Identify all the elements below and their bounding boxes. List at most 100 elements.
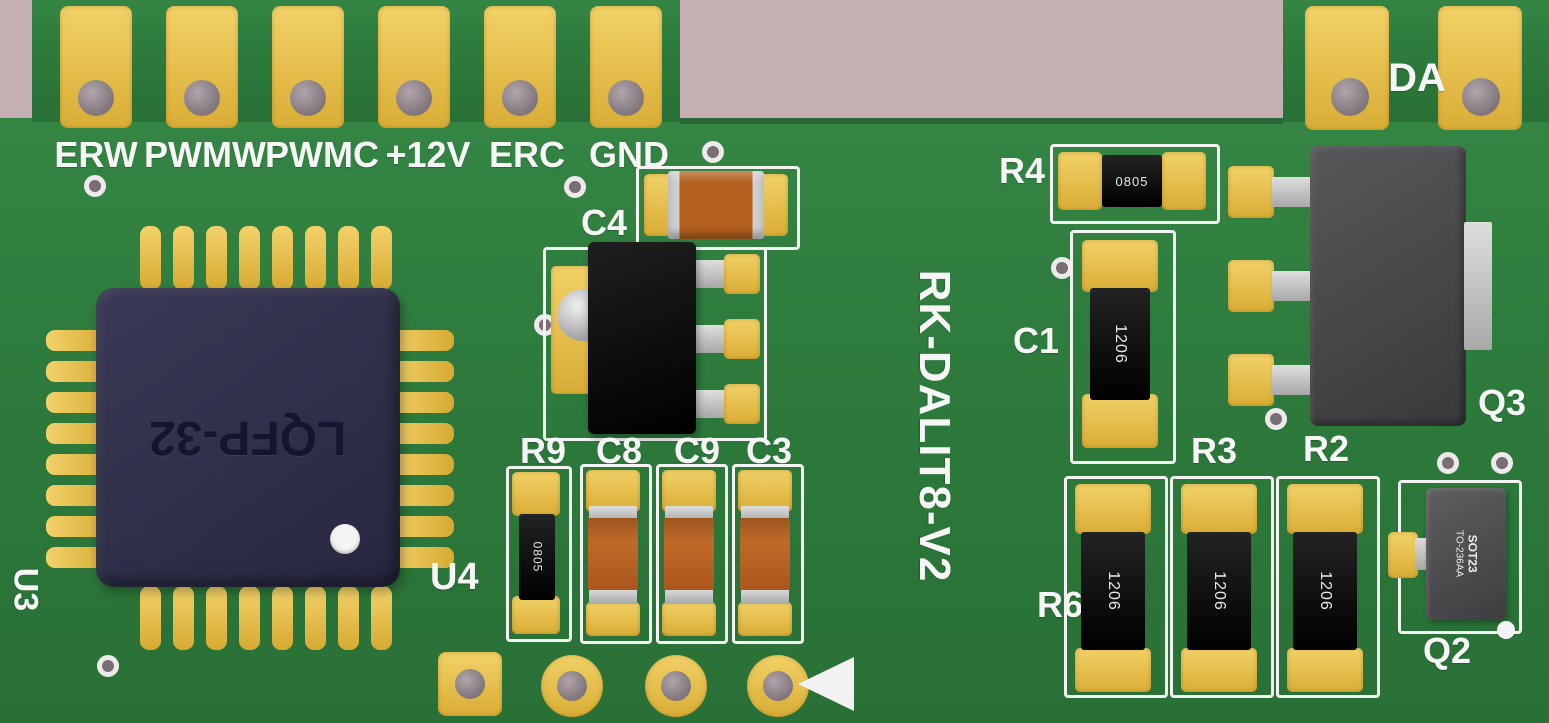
c8-pad xyxy=(586,470,640,512)
r6-pad xyxy=(1075,648,1151,692)
board-name: RK-DALIT8-V2 xyxy=(910,269,959,583)
c4-body xyxy=(668,171,764,239)
qfp-pin xyxy=(140,226,161,290)
qfp-pin xyxy=(206,226,227,290)
r4-pad xyxy=(1162,152,1206,210)
qfp-pin xyxy=(173,586,194,650)
qfp-pin xyxy=(46,330,110,351)
r3-marking: 1206 xyxy=(1211,571,1228,611)
r2-marking: 1206 xyxy=(1317,571,1334,611)
pad-hole xyxy=(557,671,587,701)
u4-lead xyxy=(694,325,726,353)
pin-label-erc: ERC xyxy=(488,134,566,175)
via xyxy=(84,175,106,197)
connector-hole xyxy=(1462,78,1500,116)
q2-ref-label: Q2 xyxy=(1422,630,1472,671)
c8-end-cap xyxy=(589,588,637,604)
connector-hole xyxy=(396,80,432,116)
r3-body: 1206 xyxy=(1187,532,1251,650)
qfp-pin xyxy=(46,454,110,475)
qfp-pin xyxy=(371,226,392,290)
u4-lead xyxy=(694,260,726,288)
r9-marking: 0805 xyxy=(529,541,544,573)
connector-pad-erc xyxy=(484,6,556,128)
u4-lead-pad xyxy=(724,384,760,424)
q3-lead-pad xyxy=(1228,260,1274,312)
r2-body: 1206 xyxy=(1293,532,1357,650)
q3-lead xyxy=(1272,271,1316,301)
c9-body xyxy=(664,518,714,590)
c8-silkscreen-outline xyxy=(580,464,652,644)
r6-body: 1206 xyxy=(1081,532,1145,650)
r9-body: 0805 xyxy=(519,514,555,600)
qfp-pin xyxy=(390,485,454,506)
silkscreen-arrow-icon xyxy=(798,657,854,711)
connector-hole xyxy=(608,80,644,116)
c1-body: 1206 xyxy=(1090,288,1150,400)
c9-end-cap xyxy=(665,588,713,604)
r2-pad xyxy=(1287,484,1363,534)
u4-lead-pad xyxy=(724,319,760,359)
pin-label-12v: +12V xyxy=(385,134,471,175)
c9-pad xyxy=(662,470,716,512)
bottom-round-pad xyxy=(541,655,603,717)
c1-marking: 1206 xyxy=(1112,324,1129,364)
u3-marking: LQFP-32 xyxy=(149,411,347,464)
qfp-pin xyxy=(390,423,454,444)
r4-silkscreen-outline xyxy=(1050,144,1220,224)
r3-pad xyxy=(1181,648,1257,692)
u4-lead xyxy=(694,390,726,418)
connector-hole xyxy=(290,80,326,116)
c8-body xyxy=(588,518,638,590)
q3-lead xyxy=(1272,177,1316,207)
c9-silkscreen-outline xyxy=(656,464,728,644)
c1-pad xyxy=(1082,394,1158,448)
u3-pin1-dot xyxy=(330,524,360,554)
qfp-pin xyxy=(206,586,227,650)
c3-end-cap xyxy=(741,588,789,604)
pin-label-pwmc: PWMC xyxy=(265,134,379,175)
qfp-pin xyxy=(390,330,454,351)
qfp-pin xyxy=(371,586,392,650)
qfp-pin xyxy=(390,547,454,568)
r3-pad xyxy=(1181,484,1257,534)
qfp-pin xyxy=(390,516,454,537)
via xyxy=(1265,408,1287,430)
connector-pad-pwmc xyxy=(272,6,344,128)
c4-ref-label: C4 xyxy=(580,202,628,243)
connector-hole xyxy=(1331,78,1369,116)
bottom-round-pad xyxy=(645,655,707,717)
r3-ref-label: R3 xyxy=(1190,430,1238,471)
r4-pad xyxy=(1058,152,1102,210)
c1-ref-label: C1 xyxy=(1012,320,1060,361)
qfp-pin xyxy=(46,361,110,382)
r9-ref-label: R9 xyxy=(519,430,567,471)
q2-marking: SOT23 TO-236AA xyxy=(1453,514,1480,594)
qfp-pin xyxy=(46,547,110,568)
via xyxy=(1437,452,1459,474)
via xyxy=(1491,452,1513,474)
bottom-square-pad xyxy=(438,652,502,716)
r4-ref-label: R4 xyxy=(998,150,1046,191)
connector-pad-erw xyxy=(60,6,132,128)
pin-label-pwmw: PWMW xyxy=(144,134,266,175)
r2-silkscreen-outline xyxy=(1276,476,1380,698)
board-edge-shadow xyxy=(680,118,1283,124)
connector-pad-12v xyxy=(378,6,450,128)
qfp-pin xyxy=(46,392,110,413)
q3-lead xyxy=(1272,365,1316,395)
connector-hole xyxy=(502,80,538,116)
q2-marking-line1: SOT23 xyxy=(1465,534,1480,573)
u4-ic-body xyxy=(588,242,696,434)
qfp-pin xyxy=(140,586,161,650)
qfp-pin xyxy=(173,226,194,290)
da-pad-2 xyxy=(1438,6,1522,130)
c3-pad xyxy=(738,470,792,512)
q2-marking-line2: TO-236AA xyxy=(1453,530,1465,578)
r4-body: 0805 xyxy=(1102,155,1162,207)
qfp-pin xyxy=(239,226,260,290)
q3-lead-pad xyxy=(1228,354,1274,406)
c3-silkscreen-outline xyxy=(732,464,804,644)
pad-hole xyxy=(455,669,485,699)
